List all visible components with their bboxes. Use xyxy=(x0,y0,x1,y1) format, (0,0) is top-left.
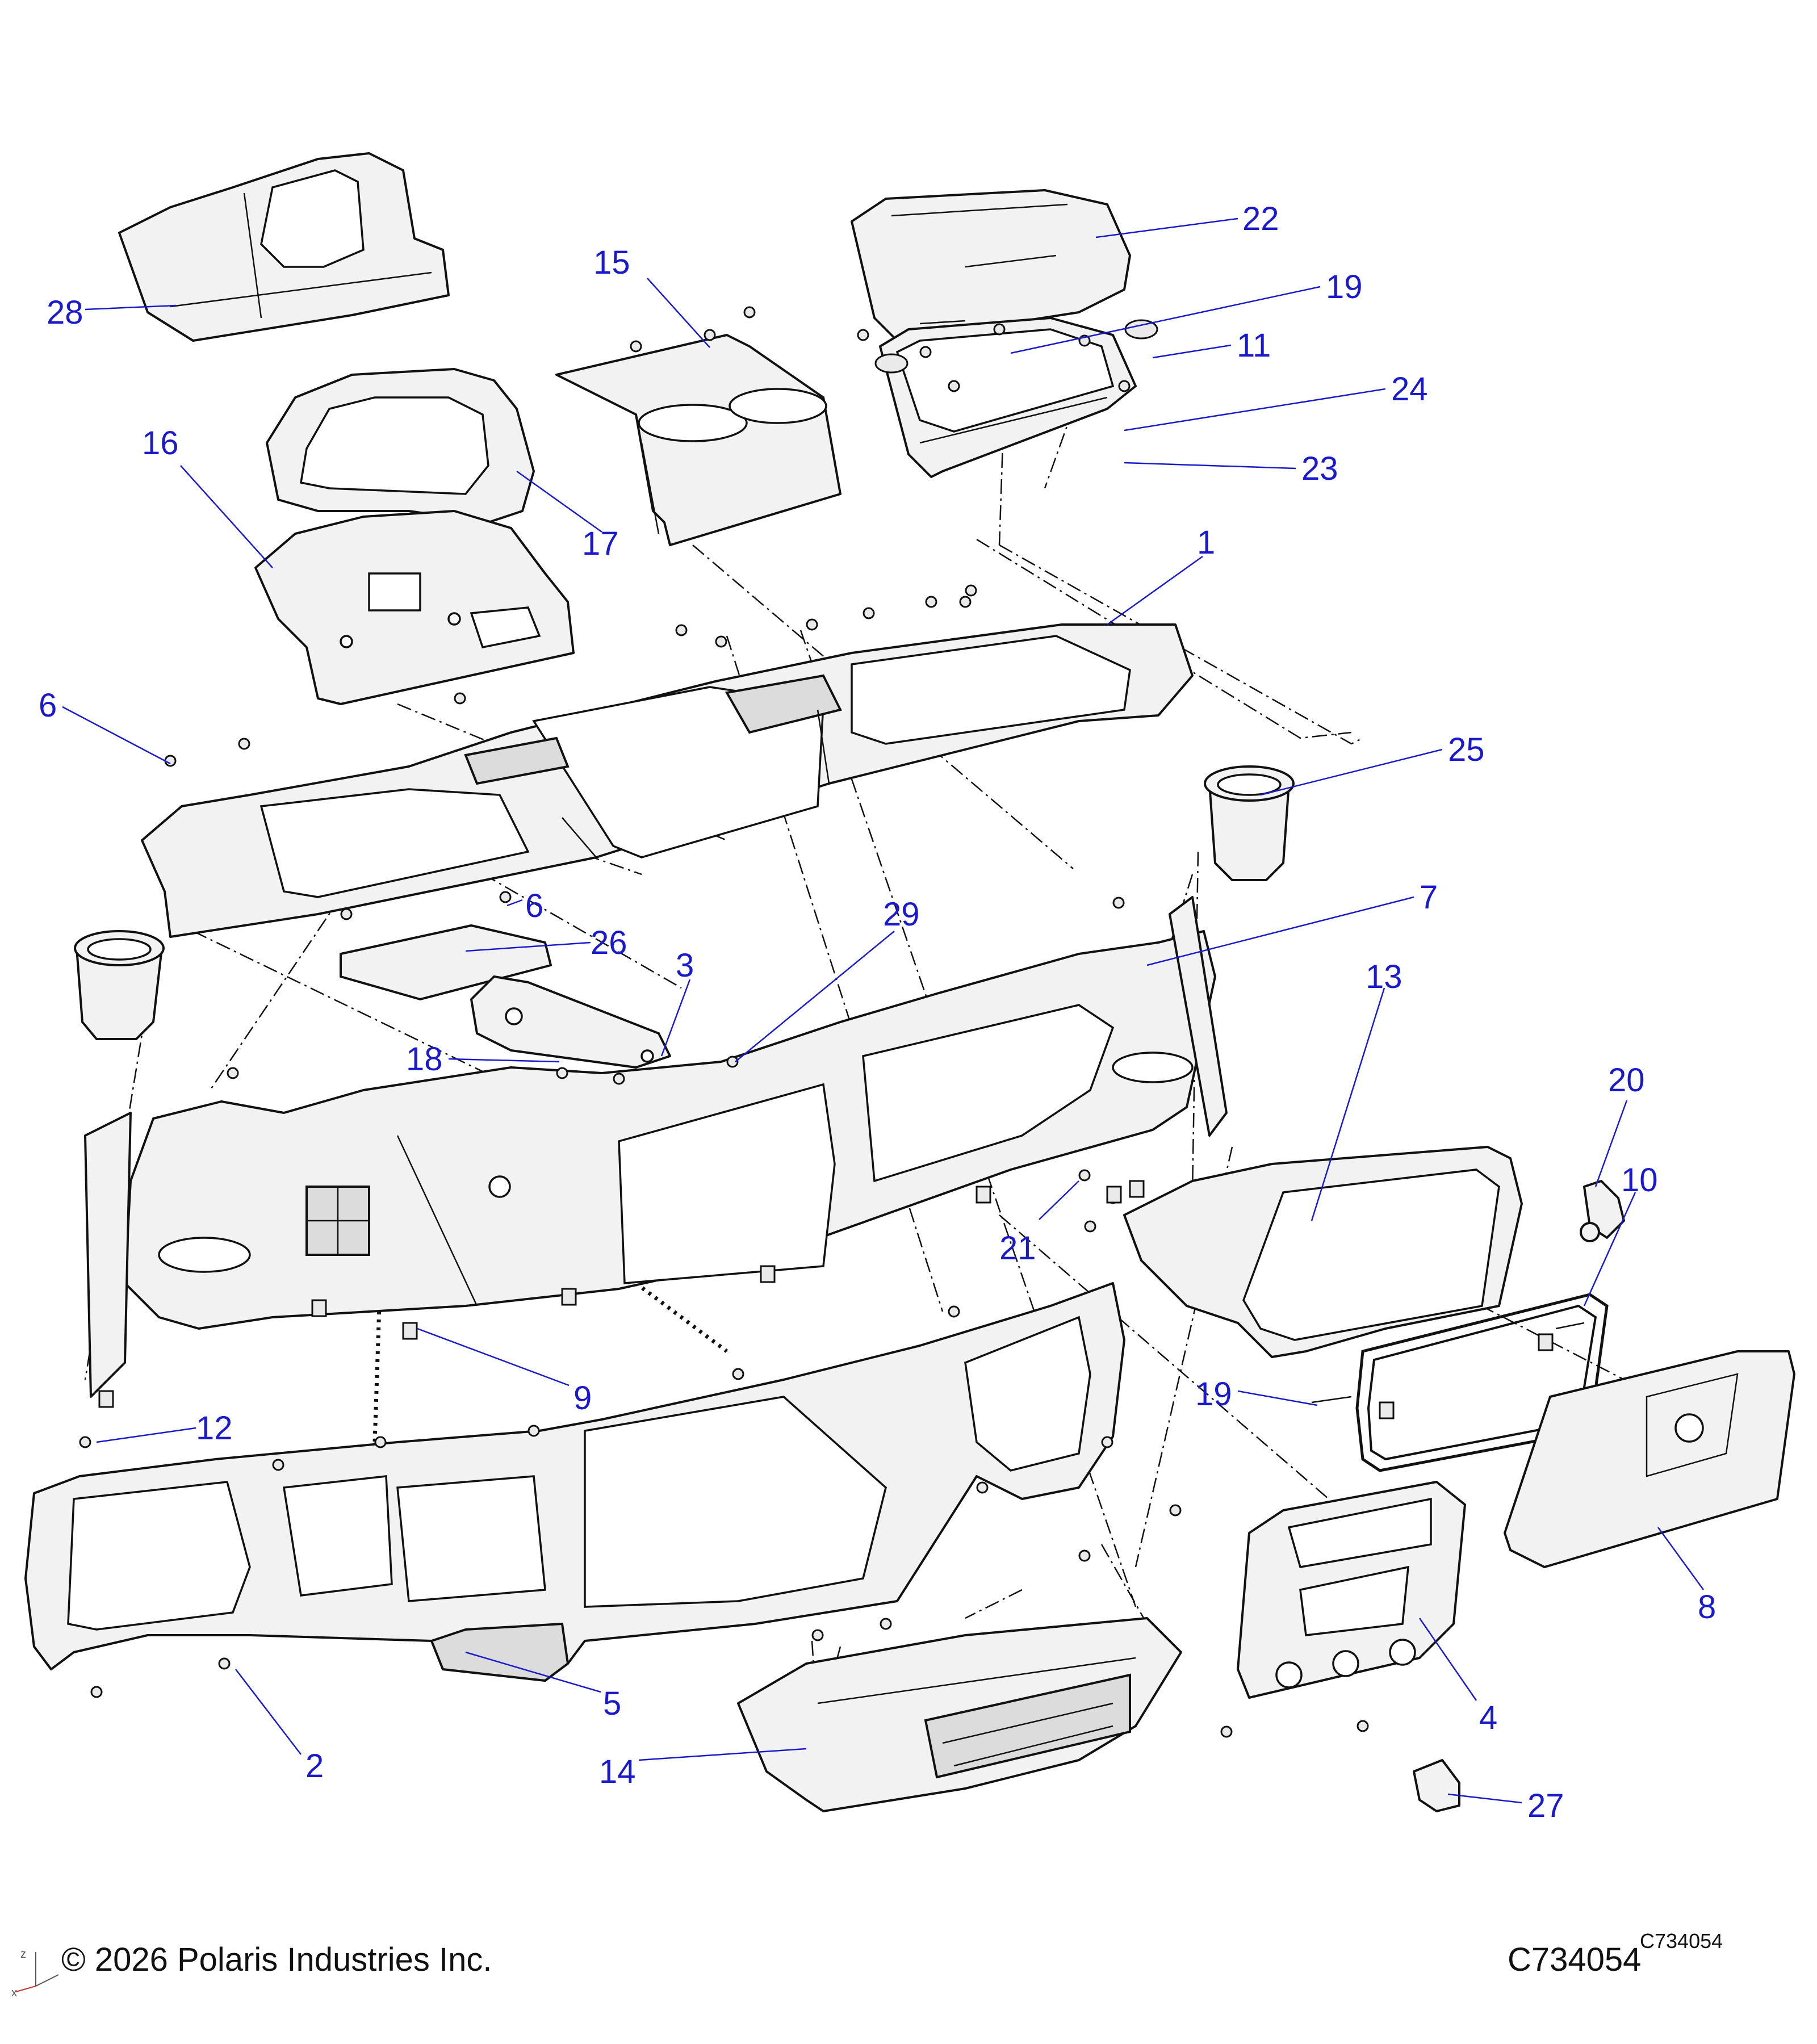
axis-triad-icon: z x xyxy=(11,1948,59,1997)
diagram-code: C734054 xyxy=(1508,1941,1642,1978)
callout-15: 15 xyxy=(593,244,630,281)
callout-19-lower: 19 xyxy=(1195,1376,1232,1413)
callout-9: 9 xyxy=(573,1380,592,1417)
callout-20: 20 xyxy=(1608,1062,1645,1099)
callout-19-upper: 19 xyxy=(1326,269,1363,305)
part-5-lower-dash-panel xyxy=(24,1282,1125,1682)
fasteners xyxy=(79,306,1585,1738)
axis-x-label: x xyxy=(11,1987,17,1997)
callout-6-left: 6 xyxy=(39,687,57,724)
callout-12: 12 xyxy=(196,1410,233,1447)
axis-z-label: z xyxy=(20,1948,26,1961)
part-1-upper-dash-panel xyxy=(141,623,1194,938)
callout-16: 16 xyxy=(142,425,179,462)
callout-10: 10 xyxy=(1621,1162,1658,1199)
part-15-cupholder-tray xyxy=(555,334,841,546)
part-3-mounting-bracket xyxy=(470,975,671,1069)
part-10-door-seal xyxy=(1355,1293,1609,1472)
callout-2: 2 xyxy=(305,1748,324,1785)
part-7-main-dash-frame xyxy=(84,896,1228,1398)
callout-4: 4 xyxy=(1479,1699,1497,1736)
callout-7: 7 xyxy=(1420,879,1438,916)
part-23-storage-bin xyxy=(879,317,1137,478)
part-26-gasket-plate xyxy=(340,924,552,1000)
diagram-code-superscript: C734054 xyxy=(1640,1929,1723,1953)
callout-21: 21 xyxy=(999,1230,1036,1267)
part-22-storage-lid xyxy=(851,189,1131,342)
callout-8: 8 xyxy=(1698,1589,1716,1626)
part-17-cluster-bezel xyxy=(266,368,535,523)
callout-1: 1 xyxy=(1197,524,1215,561)
callout-28: 28 xyxy=(47,294,83,331)
callout-3: 3 xyxy=(676,947,694,984)
part-cup-insert-left xyxy=(74,930,165,1040)
copyright-notice: © 2026 Polaris Industries Inc. xyxy=(61,1941,492,1978)
callout-24: 24 xyxy=(1391,371,1428,408)
callout-29: 29 xyxy=(883,896,920,933)
part-4-switch-panel xyxy=(1237,1481,1466,1699)
callout-26: 26 xyxy=(591,924,627,961)
part-16-cluster-housing xyxy=(254,510,575,705)
part-8-glove-box-door xyxy=(1504,1350,1795,1568)
callout-5: 5 xyxy=(603,1685,621,1722)
callout-11: 11 xyxy=(1237,327,1271,364)
part-20-door-latch xyxy=(1580,1180,1625,1242)
callout-13: 13 xyxy=(1366,958,1402,995)
part-25-cup-insert-right xyxy=(1204,765,1295,881)
part-13-glove-box xyxy=(1123,1146,1523,1358)
part-28-instrument-hood xyxy=(118,152,450,342)
callout-17: 17 xyxy=(582,525,619,562)
callout-27: 27 xyxy=(1527,1787,1564,1824)
callout-23: 23 xyxy=(1301,450,1338,487)
callout-14: 14 xyxy=(599,1753,636,1790)
callout-6-center: 6 xyxy=(525,887,543,924)
callout-22: 22 xyxy=(1242,200,1279,237)
callout-leaders xyxy=(62,217,1705,1804)
part-27-retaining-clip xyxy=(1413,1759,1460,1812)
callout-25: 25 xyxy=(1448,731,1485,768)
callout-18: 18 xyxy=(406,1041,443,1078)
part-14-lower-storage-tray xyxy=(737,1617,1182,1812)
callout-labels: 28 15 22 19 11 24 23 16 17 1 6 25 6 26 2… xyxy=(39,200,1716,1824)
